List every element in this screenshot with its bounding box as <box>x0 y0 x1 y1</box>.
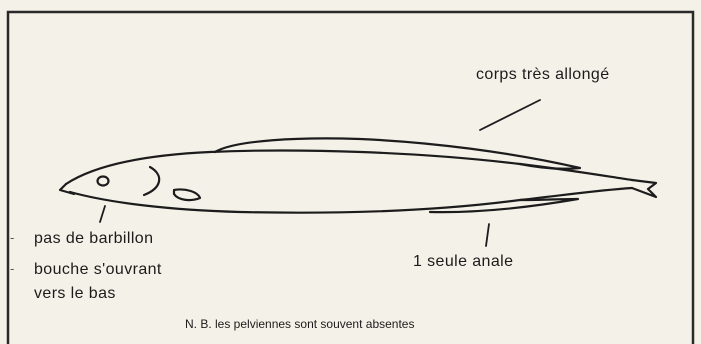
pectoral-fin <box>174 189 200 200</box>
mouth <box>60 184 74 194</box>
leader-body <box>480 100 540 130</box>
leader-barbel <box>100 206 105 222</box>
eye <box>98 177 109 186</box>
label-anal-fin: 1 seule anale <box>413 253 513 271</box>
label-barbel: pas de barbillon <box>34 230 153 248</box>
leader-lines <box>100 100 540 246</box>
tail-fin <box>632 180 656 197</box>
gill-cover <box>144 167 159 195</box>
bullet-marker: - <box>10 230 14 245</box>
label-body-shape: corps très allongé <box>476 66 610 84</box>
label-mouth-line2: vers le bas <box>34 285 116 303</box>
footnote: N. B. les pelviennes sont souvent absent… <box>185 317 414 331</box>
bullet-marker: - <box>10 261 14 276</box>
label-mouth-line1: bouche s'ouvrant <box>34 261 162 279</box>
leader-anal <box>486 224 489 246</box>
fish-outline <box>60 138 656 212</box>
